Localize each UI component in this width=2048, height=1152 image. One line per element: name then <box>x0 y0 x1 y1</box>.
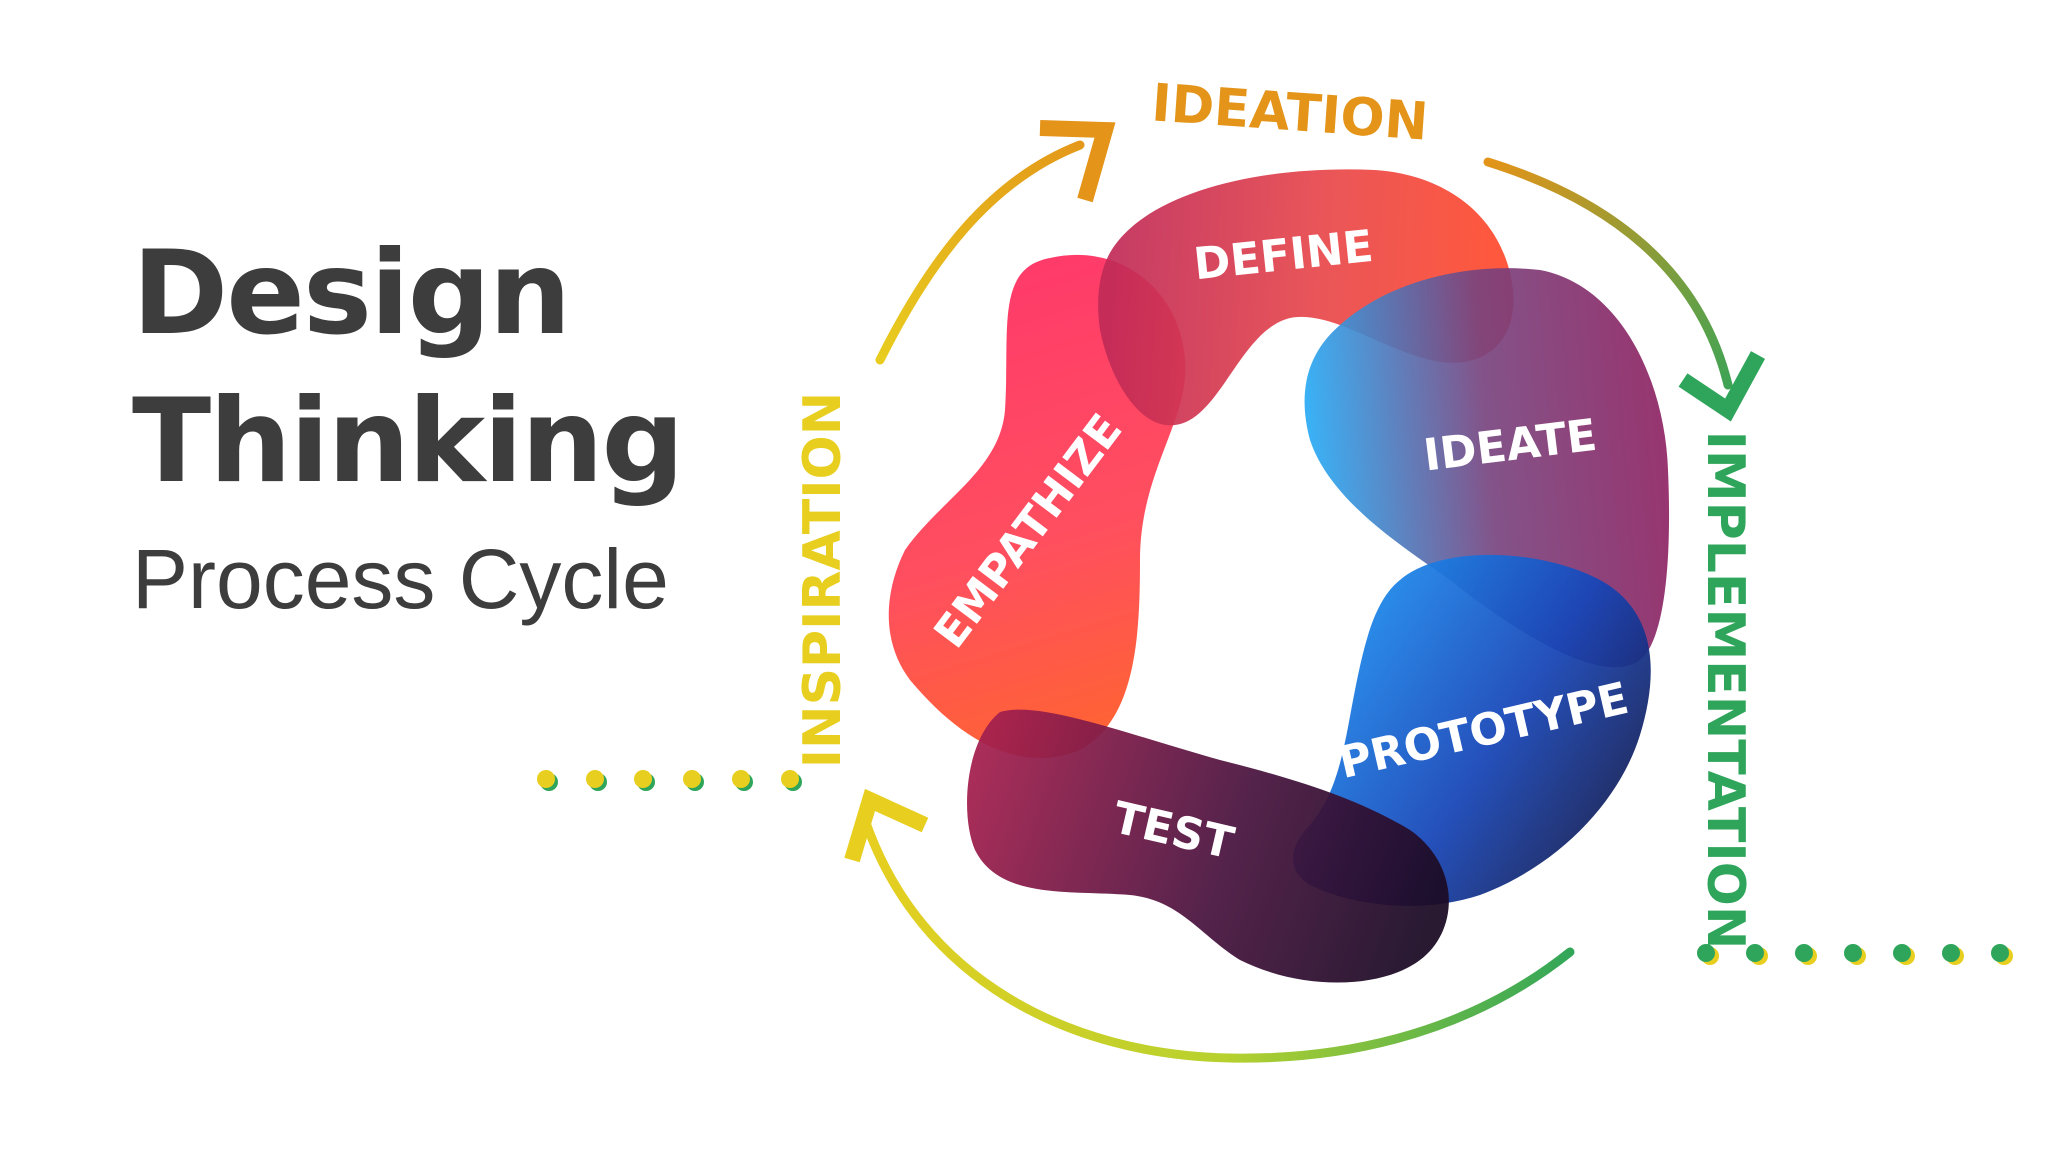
dot <box>781 770 799 788</box>
dot <box>1844 944 1862 962</box>
subtitle: Process Cycle <box>132 532 669 626</box>
dot <box>1697 944 1715 962</box>
dot <box>586 770 604 788</box>
inspiration-completion-arc <box>860 815 1575 1063</box>
phase-label-ideation: IDEATION <box>1150 73 1430 152</box>
ideation-arc <box>875 140 1085 365</box>
dot <box>537 770 555 788</box>
dot <box>1893 944 1911 962</box>
dotted-line-left <box>537 770 802 791</box>
define-blob <box>1098 169 1514 426</box>
phase-label-inspiration: INSPIRATION <box>793 392 853 769</box>
title-block: Design Thinking Process Cycle <box>132 220 685 634</box>
dot <box>1942 944 1960 962</box>
dotted-line-right <box>1697 944 2013 965</box>
test-blob <box>967 709 1449 983</box>
title-line-2: Thinking <box>132 374 685 509</box>
dot <box>732 770 750 788</box>
dot <box>634 770 652 788</box>
stage-define: DEFINE <box>1098 169 1514 426</box>
ideate-blob <box>1304 268 1670 668</box>
implementation-arc <box>1483 157 1733 390</box>
title-line-1: Design <box>132 226 571 361</box>
ideation-arrowhead <box>1039 120 1116 203</box>
implementation-arrowhead <box>1678 351 1766 422</box>
stage-test: TEST <box>967 709 1449 983</box>
stage-empathize: EMPATHIZE <box>888 254 1186 759</box>
dot <box>683 770 701 788</box>
empathize-blob <box>888 254 1186 759</box>
phase-label-implementation: IMPLEMENTATION <box>1695 431 1755 950</box>
inspiration-arrowhead <box>844 788 929 863</box>
stage-ideate: IDEATE <box>1304 268 1670 668</box>
dot <box>1795 944 1813 962</box>
dot <box>1991 944 2009 962</box>
dot <box>1746 944 1764 962</box>
